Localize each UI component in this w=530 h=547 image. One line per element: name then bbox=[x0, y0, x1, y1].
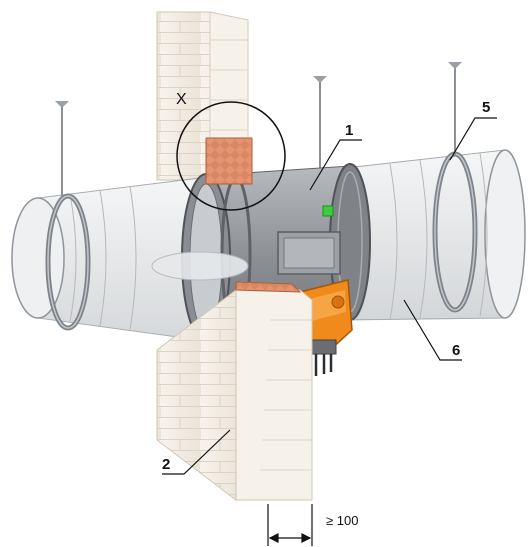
hanger-rod-right bbox=[448, 62, 462, 156]
leader-lines bbox=[162, 117, 497, 475]
dimension-label: ≥ 100 bbox=[326, 513, 358, 528]
fire-seal-upper bbox=[205, 137, 253, 185]
callout-label-x: X bbox=[176, 91, 187, 108]
detail-circle-x bbox=[176, 101, 286, 211]
hanger-rod-left bbox=[55, 101, 69, 196]
damper-actuator bbox=[299, 279, 353, 376]
callout-label-6: 6 bbox=[452, 342, 460, 359]
hanger-rod-middle bbox=[313, 76, 327, 172]
wall-lower bbox=[156, 281, 313, 502]
duct-right bbox=[344, 149, 526, 321]
status-indicator-icon bbox=[322, 205, 334, 217]
callout-label-1: 1 bbox=[345, 122, 353, 139]
duct-left bbox=[11, 177, 201, 341]
callout-label-2: 2 bbox=[162, 456, 170, 473]
wall-thickness-dimension bbox=[267, 504, 313, 546]
callout-label-5: 5 bbox=[482, 99, 490, 116]
